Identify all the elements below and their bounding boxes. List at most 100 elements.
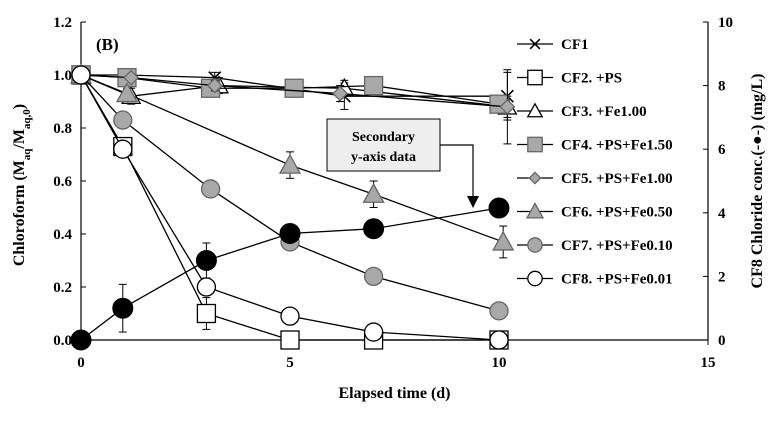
legend-label: CF6. +PS+Fe0.50 <box>561 205 673 221</box>
legend-item: CF4. +PS+Fe1.50 <box>517 136 673 154</box>
y2-axis-title: CF8 Chloride conc.(-●-) (mg/L) <box>749 74 766 289</box>
legend-marker <box>527 136 543 153</box>
data-point <box>284 78 304 98</box>
data-point <box>206 77 223 94</box>
y2-tick-label: 4 <box>718 206 726 222</box>
data-point <box>115 82 139 103</box>
data-point <box>363 218 385 240</box>
data-point <box>278 153 302 174</box>
y-tick-label: 0.6 <box>53 174 72 190</box>
marker-shape <box>363 322 384 342</box>
data-point <box>195 250 217 271</box>
y-tick-label: 0.8 <box>53 121 72 137</box>
legend-label: CF8. +PS+Fe0.01 <box>561 272 673 288</box>
marker-stroke <box>529 38 541 50</box>
marker-shape <box>528 171 542 185</box>
marker-shape <box>363 75 384 96</box>
x-tick-label: 5 <box>286 355 294 371</box>
y2-tick-label: 2 <box>718 269 726 285</box>
marker-shape <box>363 266 384 287</box>
data-point <box>363 266 384 287</box>
series-9 <box>70 197 510 351</box>
y2-tick-label: 8 <box>718 79 726 95</box>
legend-item: CF1 <box>517 37 589 53</box>
marker-shape <box>195 250 217 271</box>
marker-shape <box>499 98 516 115</box>
marker-shape <box>489 301 509 321</box>
y-tick-label: 0.4 <box>53 227 72 243</box>
legend-item: CF5. +PS+Fe1.00 <box>517 171 673 187</box>
y2-tick-label: 6 <box>718 142 726 158</box>
annotation-arrow-line <box>440 144 474 198</box>
x-tick-label: 10 <box>492 355 507 371</box>
data-point <box>279 222 301 244</box>
data-point <box>499 98 516 115</box>
marker-shape <box>280 306 300 326</box>
marker-shape <box>113 110 133 130</box>
series-line <box>80 74 500 312</box>
y-tick-label: 0.2 <box>53 280 72 296</box>
marker-shape <box>284 78 304 98</box>
legend-label: CF1 <box>561 37 589 53</box>
x-axis-title: Elapsed time (d) <box>339 385 451 402</box>
y-axis-title-end: ) <box>11 104 28 109</box>
legend-item: CF3. +Fe1.00 <box>517 102 647 120</box>
marker-shape <box>70 329 92 351</box>
data-point <box>196 277 217 297</box>
marker-shape <box>196 303 217 324</box>
marker-shape <box>206 77 223 94</box>
legend-marker <box>527 270 543 287</box>
marker-shape <box>527 69 543 86</box>
y-axis-title-sub2: aq,0 <box>21 109 33 129</box>
series-4 <box>71 65 509 114</box>
data-point <box>492 230 515 251</box>
data-point <box>362 182 385 203</box>
data-point <box>488 197 510 219</box>
legend-label: CF7. +PS+Fe0.10 <box>561 238 673 254</box>
legend-marker <box>525 202 545 219</box>
legend-item: CF2. +PS <box>517 69 622 87</box>
legend-marker <box>526 102 544 118</box>
marker-shape <box>488 197 510 219</box>
marker-shape <box>332 85 349 102</box>
legend-marker <box>527 237 543 253</box>
legend-label: CF2. +PS <box>561 71 622 87</box>
marker-shape <box>363 218 385 240</box>
marker-shape <box>280 330 300 350</box>
marker-shape <box>492 230 515 251</box>
series-group <box>69 63 518 351</box>
legend-label: CF5. +PS+Fe1.00 <box>561 171 673 187</box>
y-axis-title-mid: /M <box>11 129 28 150</box>
marker-shape <box>196 277 217 297</box>
marker-shape <box>115 82 139 103</box>
series-8 <box>71 65 509 350</box>
marker-shape <box>362 182 385 203</box>
data-point <box>113 110 133 130</box>
legend-label: CF4. +PS+Fe1.50 <box>561 138 673 154</box>
marker-shape <box>112 297 134 319</box>
y2-tick-label: 10 <box>718 15 733 31</box>
marker-shape <box>527 270 543 287</box>
marker-shape <box>113 139 133 159</box>
data-point <box>70 329 92 351</box>
marker-shape <box>489 330 509 350</box>
data-point <box>363 322 384 342</box>
marker-shape <box>279 222 301 244</box>
data-point <box>363 75 384 96</box>
legend-item: CF7. +PS+Fe0.10 <box>517 237 673 254</box>
y2-tick-label: 0 <box>718 333 726 349</box>
annotation-line-2: y-axis data <box>351 150 416 165</box>
data-point <box>71 65 91 85</box>
legend-marker <box>528 171 542 185</box>
series-7 <box>71 65 509 321</box>
marker-shape <box>526 102 544 118</box>
legend-marker <box>527 69 543 86</box>
data-point <box>196 303 217 324</box>
y-tick-label: 0.0 <box>53 333 72 349</box>
legend-marker <box>529 38 541 50</box>
y-axis-title: Chloroform (Maq/Maq,0) <box>11 104 33 266</box>
marker-shape <box>71 65 91 85</box>
